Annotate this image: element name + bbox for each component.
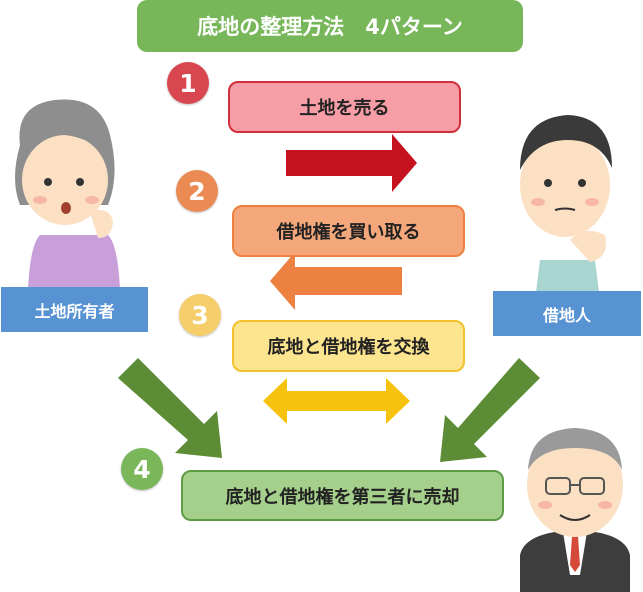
arrow-buy-left bbox=[270, 252, 402, 310]
tenant-illustration bbox=[520, 115, 612, 300]
pattern-1-number-badge: 1 bbox=[167, 62, 209, 104]
third-party-illustration bbox=[520, 428, 630, 592]
pattern-2-number-badge: 2 bbox=[176, 170, 218, 212]
tenant-label: 借地人 bbox=[493, 291, 641, 336]
pattern-3-number-badge: 3 bbox=[179, 294, 221, 336]
page-title: 底地の整理方法 4パターン bbox=[137, 0, 523, 52]
arrow-tenant-to-third-party bbox=[440, 358, 540, 462]
landowner-illustration bbox=[15, 99, 120, 290]
arrow-exchange-double bbox=[263, 378, 410, 424]
pattern-4-box: 底地と借地権を第三者に売却 bbox=[181, 470, 504, 521]
pattern-4-number-badge: 4 bbox=[121, 448, 163, 490]
pattern-3-box: 底地と借地権を交換 bbox=[232, 320, 465, 372]
pattern-2-box: 借地権を買い取る bbox=[232, 205, 465, 257]
arrow-sell-right bbox=[286, 134, 417, 192]
landowner-label: 土地所有者 bbox=[1, 287, 148, 332]
arrow-landowner-to-third-party bbox=[118, 358, 222, 458]
pattern-1-box: 土地を売る bbox=[228, 81, 461, 133]
